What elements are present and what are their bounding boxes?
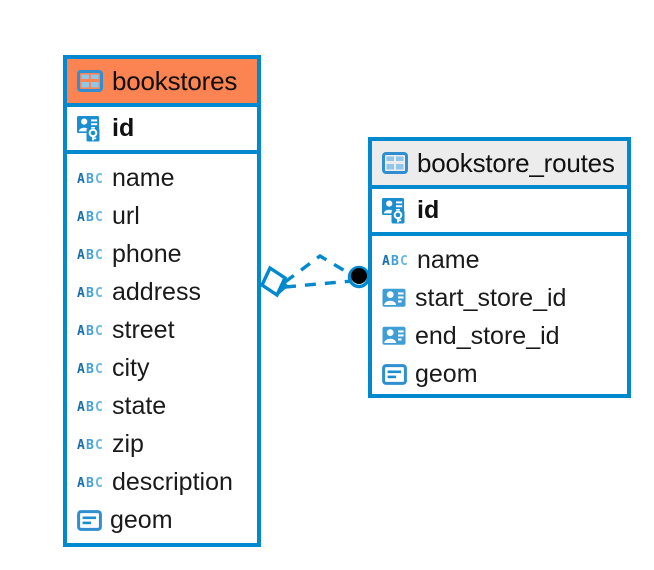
svg-text:B: B [86,210,94,223]
svg-text:B: B [86,438,94,451]
svg-text:B: B [86,172,94,185]
svg-text:C: C [95,400,102,413]
text-type-icon: A B C [77,210,104,223]
field-label: street [112,315,175,344]
relationship-line-lower [284,279,353,289]
field-label: phone [112,239,182,268]
svg-text:A: A [77,210,85,223]
text-type-icon: A B C [382,254,409,267]
svg-text:A: A [77,248,85,261]
field-label: name [112,163,175,192]
svg-text:A: A [77,400,85,413]
svg-text:A: A [77,324,85,337]
field-list-bookstores: A B C name A B C url [67,154,257,545]
field-row-geom[interactable]: geom [382,355,617,393]
field-label: geom [415,359,478,388]
primary-key-icon [382,197,409,224]
field-row-city[interactable]: A B C city [77,349,247,387]
field-label: city [112,353,150,382]
field-row-url[interactable]: A B C url [77,197,247,235]
field-label: address [112,277,201,306]
foreign-key-icon [382,326,407,346]
text-type-icon: A B C [77,324,104,337]
svg-text:A: A [77,476,85,489]
svg-text:A: A [77,362,85,375]
field-label: name [417,245,480,274]
svg-text:B: B [86,286,94,299]
text-type-icon: A B C [77,362,104,375]
svg-text:A: A [382,254,390,267]
svg-text:A: A [77,172,85,185]
text-type-icon: A B C [77,400,104,413]
table-icon [77,70,103,92]
field-row-state[interactable]: A B C state [77,387,247,425]
text-type-icon: A B C [77,172,104,185]
diamond-crowfoot-marker [259,265,289,298]
text-type-icon: A B C [77,248,104,261]
filled-circle-marker [347,265,371,289]
field-label: description [112,467,233,496]
text-type-icon: A B C [77,286,104,299]
primary-key-icon [77,115,104,142]
field-label: end_store_id [415,321,560,350]
svg-text:C: C [95,248,102,261]
entity-name-label: bookstore_routes [417,147,615,178]
svg-text:B: B [391,254,399,267]
entity-bookstores[interactable]: bookstores id [63,55,261,547]
svg-text:C: C [95,362,102,375]
svg-text:A: A [77,286,85,299]
primary-key-row-bookstores[interactable]: id [67,107,257,154]
entity-header-bookstore-routes[interactable]: bookstore_routes [372,141,627,189]
field-row-name[interactable]: A B C name [382,241,617,279]
svg-text:B: B [86,324,94,337]
field-row-zip[interactable]: A B C zip [77,425,247,463]
svg-text:A: A [77,438,85,451]
field-row-geom[interactable]: geom [77,501,247,539]
primary-key-row-bookstore-routes[interactable]: id [372,189,627,236]
field-label: zip [112,429,144,458]
geometry-type-icon [77,509,102,531]
field-label: state [112,391,167,420]
entity-header-bookstores[interactable]: bookstores [67,59,257,107]
foreign-key-icon [382,288,407,308]
field-row-description[interactable]: A B C description [77,463,247,501]
text-type-icon: A B C [77,476,104,489]
svg-text:B: B [86,400,94,413]
relationship-line-upper [283,253,356,284]
field-row-street[interactable]: A B C street [77,311,247,349]
svg-text:B: B [86,476,94,489]
primary-key-label: id [112,114,135,142]
geometry-type-icon [382,363,407,385]
field-label: start_store_id [415,283,567,312]
entity-name-label: bookstores [112,65,238,96]
entity-bookstore-routes[interactable]: bookstore_routes id [368,137,631,398]
svg-text:B: B [86,362,94,375]
text-type-icon: A B C [77,438,104,451]
primary-key-label: id [417,196,440,224]
svg-text:C: C [95,476,102,489]
svg-text:C: C [95,438,102,451]
field-row-address[interactable]: A B C address [77,273,247,311]
svg-text:C: C [95,210,102,223]
field-label: url [112,201,140,230]
svg-text:C: C [95,172,102,185]
svg-text:C: C [400,254,407,267]
svg-text:C: C [95,286,102,299]
field-row-name[interactable]: A B C name [77,159,247,197]
field-row-start-store-id[interactable]: start_store_id [382,279,617,317]
svg-text:B: B [86,248,94,261]
svg-text:C: C [95,324,102,337]
field-row-end-store-id[interactable]: end_store_id [382,317,617,355]
field-row-phone[interactable]: A B C phone [77,235,247,273]
field-label: geom [110,505,173,534]
field-list-bookstore-routes: A B C name [372,236,627,399]
table-icon [382,152,408,174]
